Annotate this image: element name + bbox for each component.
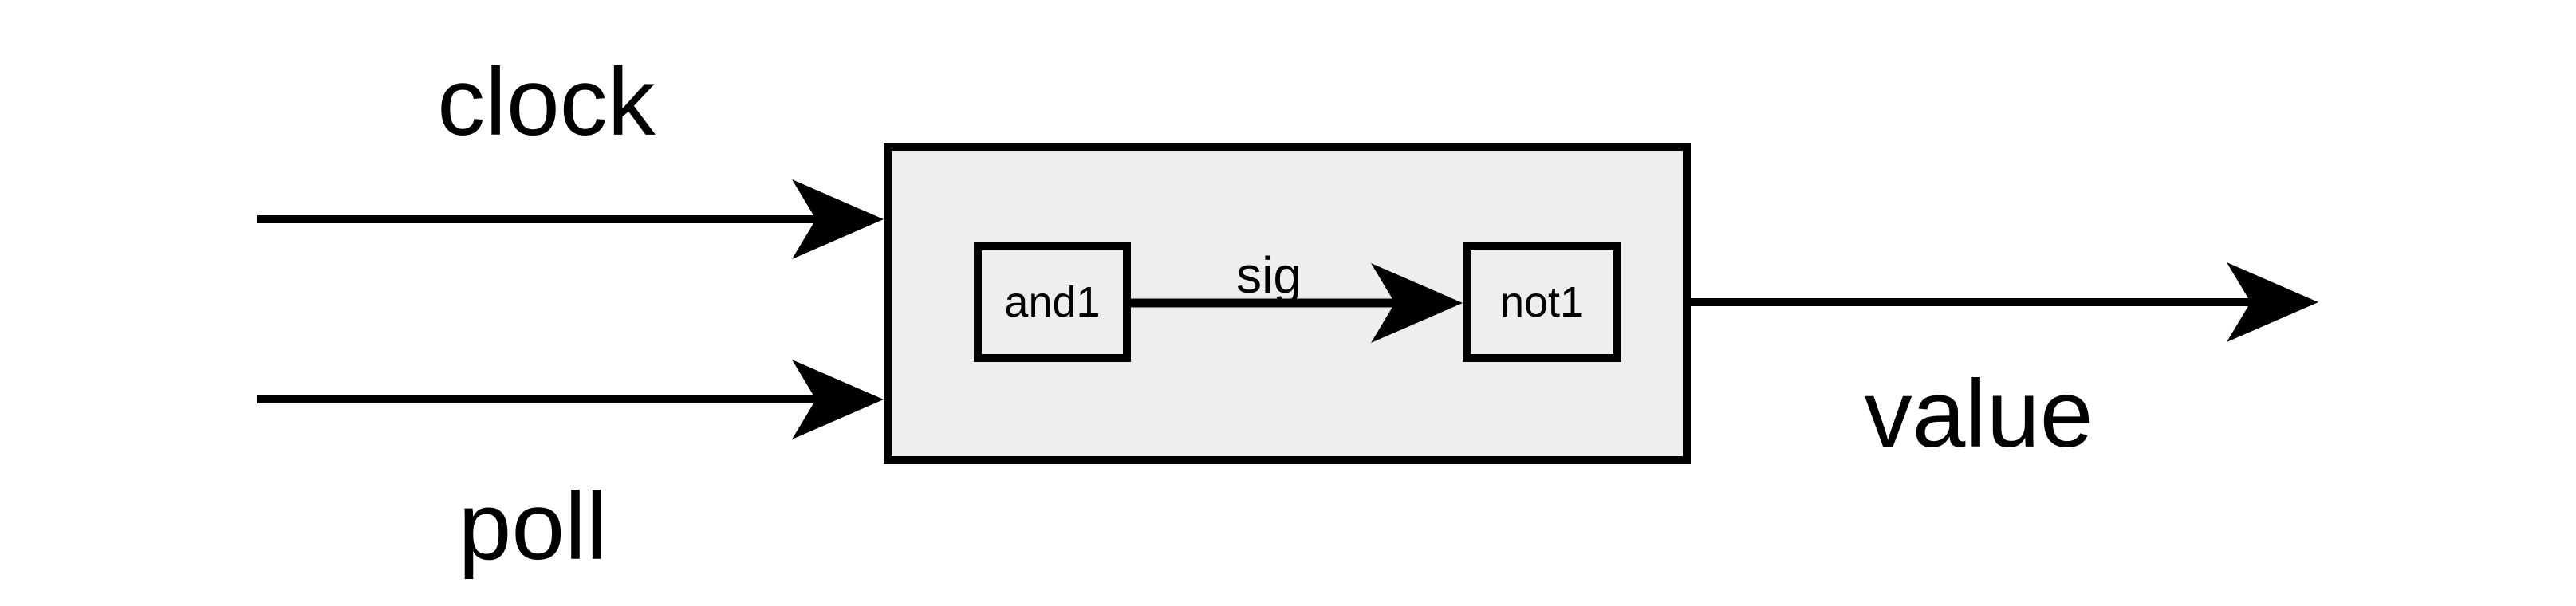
node-box-and1: and1 <box>974 242 1131 362</box>
sig-connection-arrow <box>1128 263 1463 343</box>
value-output-arrow <box>1689 262 2318 342</box>
signal-label-sig: sig <box>1236 246 1302 304</box>
node-label-not1: not1 <box>1499 278 1585 326</box>
poll-input-arrow <box>257 360 884 439</box>
input-label-poll: poll <box>458 473 608 580</box>
clock-input-arrow <box>257 179 884 259</box>
input-label-clock: clock <box>437 49 656 155</box>
node-box-not1: not1 <box>1463 242 1621 362</box>
node-label-and1: and1 <box>1004 278 1101 326</box>
output-label-value: value <box>1864 360 2093 467</box>
